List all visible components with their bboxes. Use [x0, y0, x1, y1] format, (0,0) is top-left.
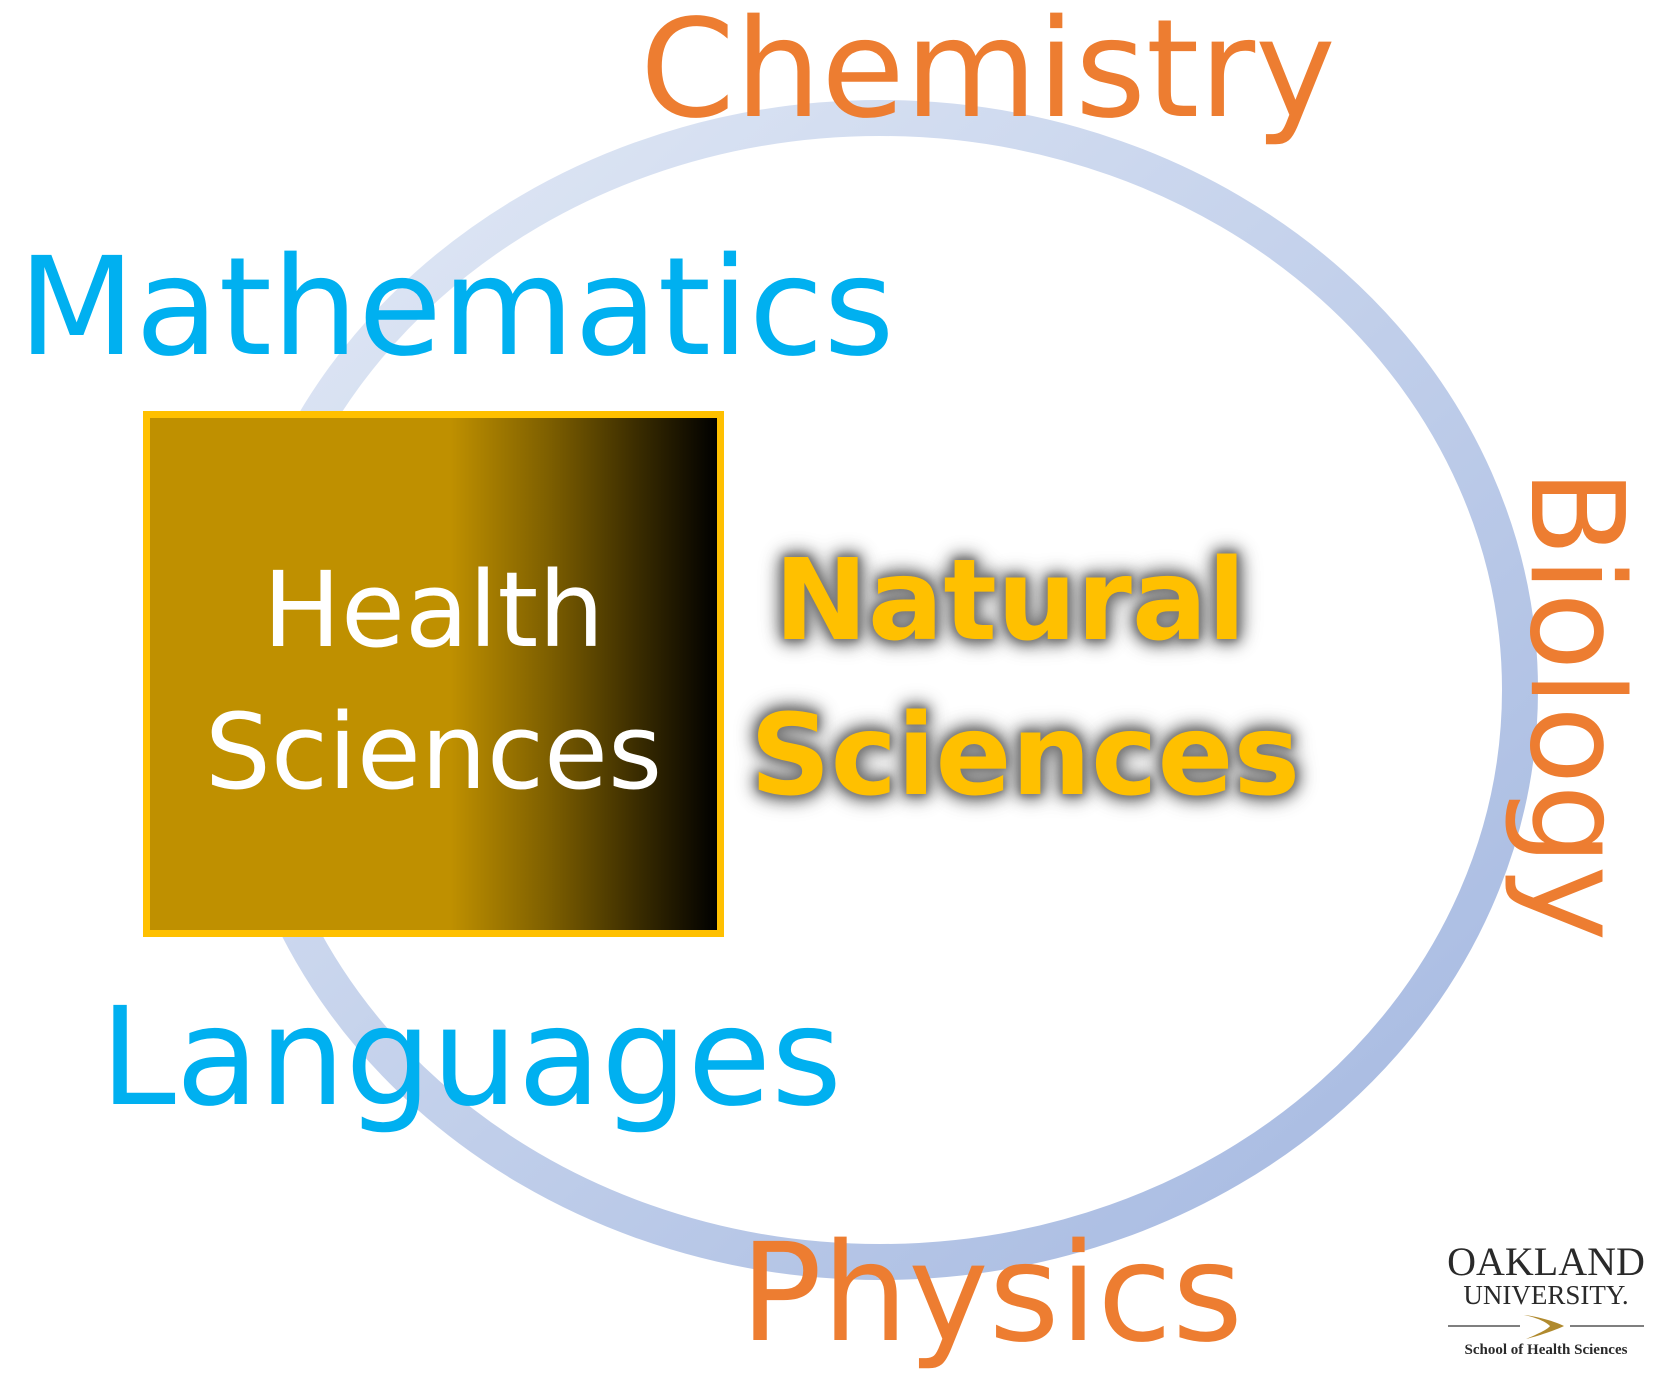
- biology-label: Biology: [1501, 468, 1650, 942]
- languages-label: Languages: [100, 979, 843, 1137]
- logo-school-text: School of Health Sciences: [1464, 1342, 1628, 1358]
- health-sciences-line2: Sciences: [204, 691, 663, 813]
- logo-oakland-text: OAKLAND: [1447, 1239, 1645, 1284]
- mathematics-label: Mathematics: [18, 229, 895, 387]
- natural-sciences-line1: Natural: [774, 536, 1246, 666]
- oakland-university-logo: OAKLAND UNIVERSITY. School of Health Sci…: [1440, 1242, 1652, 1358]
- chemistry-label: Chemistry: [640, 0, 1336, 149]
- logo-university-text: UNIVERSITY.: [1463, 1280, 1629, 1310]
- physics-label: Physics: [740, 1215, 1243, 1373]
- health-sciences-line1: Health: [262, 549, 605, 671]
- natural-sciences-line2: Sciences: [750, 691, 1301, 821]
- health-sciences-box: Health Sciences: [143, 411, 724, 937]
- logo-swoosh-icon: [1448, 1315, 1644, 1339]
